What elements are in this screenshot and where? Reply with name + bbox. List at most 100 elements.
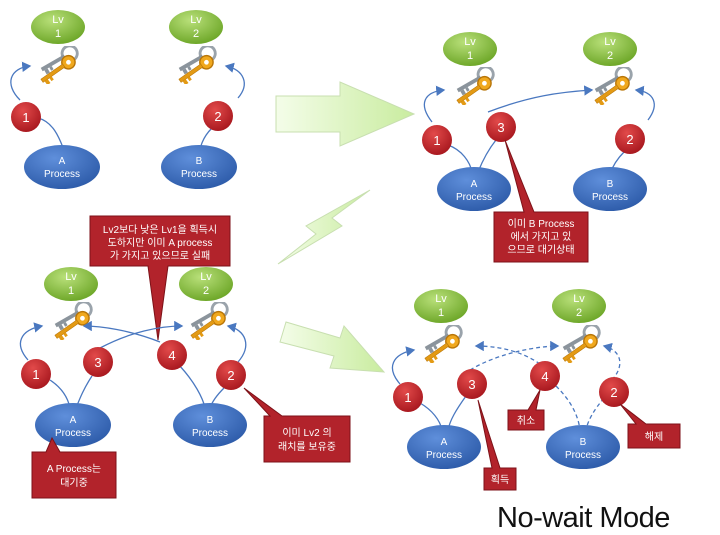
process-b: B Process	[173, 403, 247, 447]
key-icon	[590, 67, 636, 105]
lock-level-1: Lv 1	[31, 10, 85, 44]
key-icon	[50, 302, 96, 340]
connector-line	[75, 375, 93, 409]
svg-text:B: B	[607, 179, 614, 190]
lock-level-2: Lv 2	[583, 32, 637, 66]
step-3: 3	[486, 112, 516, 142]
key-icon	[452, 67, 498, 105]
dashed-arrow	[469, 340, 560, 371]
key-icon	[36, 46, 82, 84]
svg-text:Lv: Lv	[464, 36, 476, 48]
svg-text:Process: Process	[456, 192, 492, 203]
svg-text:도하지만 이미 A process: 도하지만 이미 A process	[108, 236, 213, 249]
svg-text:2: 2	[203, 285, 209, 297]
svg-text:2: 2	[227, 368, 234, 383]
step-4: 4	[157, 340, 187, 370]
panel-1: Lv 1 Lv 2 1 2 A Process B Proce	[10, 10, 245, 189]
svg-text:Lv: Lv	[200, 271, 212, 283]
key-icon	[186, 302, 232, 340]
svg-text:2: 2	[626, 132, 633, 147]
process-a: A Process	[407, 425, 481, 469]
lock-level-label: Lv	[52, 14, 64, 26]
lock-level-number: 2	[193, 28, 199, 40]
callout-release: 해제	[619, 403, 681, 449]
svg-text:B: B	[207, 415, 214, 426]
svg-text:B: B	[580, 437, 587, 448]
lock-level-2: Lv 2	[179, 267, 233, 301]
key-icon	[174, 46, 220, 84]
svg-text:Process: Process	[192, 428, 228, 439]
svg-text:A: A	[70, 415, 77, 426]
wait-arrow	[487, 85, 594, 113]
svg-text:해제: 해제	[645, 430, 663, 443]
wait-arrow	[99, 320, 184, 349]
fail-arrow	[82, 320, 161, 343]
svg-text:1: 1	[22, 110, 29, 125]
svg-text:획득: 획득	[491, 474, 509, 486]
lock-level-1: Lv 1	[44, 267, 98, 301]
page-title: No-wait Mode	[497, 502, 670, 534]
svg-text:1: 1	[467, 50, 473, 62]
process-b: B Process	[573, 167, 647, 211]
green-arrow-icon	[277, 189, 371, 265]
svg-text:3: 3	[468, 377, 475, 392]
step-2: 2	[216, 360, 246, 390]
svg-text:Process: Process	[426, 450, 462, 461]
svg-text:대기중: 대기중	[60, 477, 88, 489]
svg-text:A: A	[441, 437, 448, 448]
svg-text:1: 1	[438, 307, 444, 319]
svg-text:Lv2보다 낮은 Lv1을 획득시: Lv2보다 낮은 Lv1을 획득시	[103, 224, 217, 236]
dashed-arrow	[474, 340, 541, 365]
acquire-arrow	[10, 61, 32, 101]
process-b: B Process	[161, 145, 237, 189]
dashed-arrow	[602, 342, 621, 381]
acquire-arrow	[226, 322, 247, 363]
lock-level-1: Lv 1	[414, 289, 468, 323]
svg-text:1: 1	[404, 390, 411, 405]
key-icon	[558, 325, 604, 363]
svg-text:2: 2	[607, 50, 613, 62]
step-1: 1	[393, 382, 423, 412]
acquire-arrow	[634, 85, 655, 121]
lock-level-label: Lv	[190, 14, 202, 26]
step-1: 1	[11, 102, 41, 132]
svg-text:이미 B Process: 이미 B Process	[508, 218, 575, 230]
step-3: 3	[457, 369, 487, 399]
process-a: A Process	[35, 403, 111, 447]
svg-text:이미 Lv2 의: 이미 Lv2 의	[282, 427, 331, 439]
acquire-arrow	[391, 346, 416, 385]
svg-text:1: 1	[32, 367, 39, 382]
lock-level-2: Lv 2	[169, 10, 223, 44]
svg-text:3: 3	[497, 120, 504, 135]
connector-line	[477, 139, 497, 173]
panel-2: Lv 1 Lv 2 1 3 2 A Process	[422, 32, 655, 263]
svg-text:Lv: Lv	[435, 293, 447, 305]
acquire-arrow	[423, 85, 446, 123]
svg-text:A: A	[471, 179, 478, 190]
dashed-line	[585, 397, 605, 431]
svg-text:Process: Process	[44, 169, 80, 180]
svg-text:1: 1	[433, 133, 440, 148]
panel-3: Lv2보다 낮은 Lv1을 획득시 도하지만 이미 A process 가 가지…	[19, 215, 351, 499]
callout-failure: Lv2보다 낮은 Lv1을 획득시 도하지만 이미 A process 가 가지…	[89, 215, 231, 341]
svg-text:Process: Process	[592, 192, 628, 203]
connector-line	[175, 361, 205, 405]
svg-text:A Process는: A Process는	[47, 463, 101, 475]
svg-text:A: A	[59, 156, 66, 167]
process-b: B Process	[546, 425, 620, 469]
panel-4: Lv 1 Lv 2 1 3 4 2	[391, 289, 681, 491]
svg-text:2: 2	[576, 307, 582, 319]
step-4: 4	[530, 361, 560, 391]
callout-waiting: 이미 B Process 에서 가지고 있 으므로 대기상태	[493, 139, 589, 263]
lock-level-2: Lv 2	[552, 289, 606, 323]
svg-text:취소: 취소	[517, 415, 535, 427]
lock-level-number: 1	[55, 28, 61, 40]
svg-text:Process: Process	[565, 450, 601, 461]
process-a: A Process	[24, 145, 100, 189]
callout-lv2-held: 이미 Lv2 의 래치를 보유중	[243, 387, 351, 463]
svg-text:B: B	[196, 156, 203, 167]
svg-text:으므로 대기상태: 으므로 대기상태	[507, 244, 574, 256]
green-arrow-icon	[279, 321, 386, 373]
step-2: 2	[599, 377, 629, 407]
callout-acquire: 획득	[477, 399, 517, 491]
